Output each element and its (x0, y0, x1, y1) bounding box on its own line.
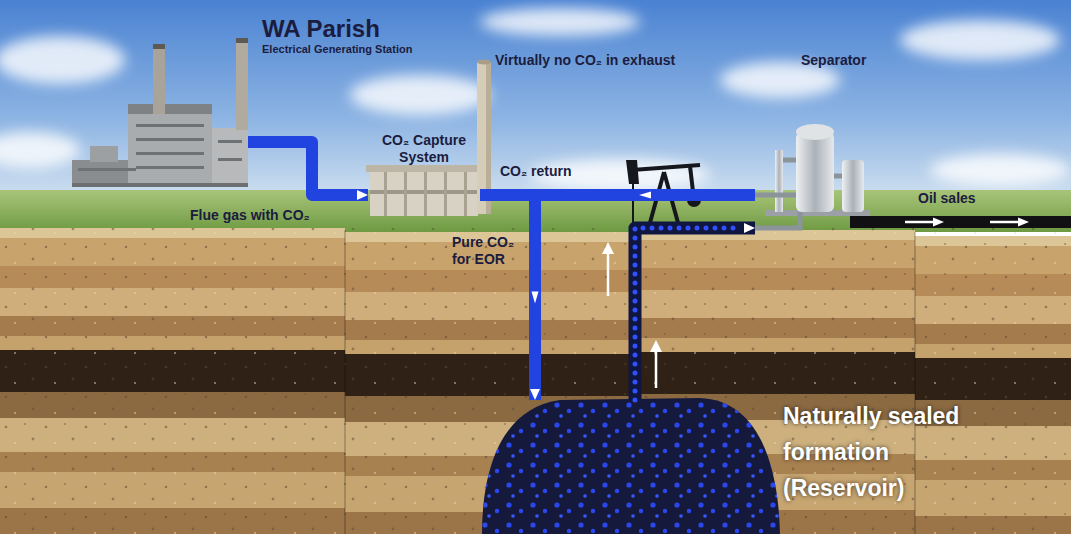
reservoir-body (482, 398, 780, 534)
power-plant-illustration (128, 104, 212, 114)
separator-illustration (775, 150, 783, 212)
capture-plant-illustration (366, 60, 491, 217)
pump-jack (626, 160, 639, 184)
power-plant-illustration (218, 140, 242, 143)
node-subheading: Electrical Generating Station (262, 42, 412, 56)
co2-pipe (480, 195, 535, 400)
power-plant-illustration (78, 124, 242, 171)
separator-illustration (834, 174, 842, 179)
separator-illustration (796, 124, 834, 140)
separator-illustration (752, 193, 796, 198)
separator-illustration (796, 132, 834, 212)
cloud (930, 154, 1070, 186)
power-plant-illustration (136, 166, 204, 169)
capture-plant-illustration (404, 172, 407, 216)
reservoir-body (482, 398, 780, 534)
separator-illustration (783, 158, 796, 163)
flow-arrow (532, 292, 539, 304)
cloud (0, 36, 125, 84)
pipe-route (248, 142, 368, 195)
cloud (0, 132, 80, 168)
oil-sales-pipe (905, 221, 935, 224)
reservoir: Naturally sealed formation (Reservoir) (485, 400, 775, 534)
flow-arrow (639, 192, 651, 199)
power-plant-illustration (153, 44, 165, 49)
power-plant-illustration (212, 128, 248, 186)
flow-arrow (655, 350, 658, 388)
text-block: WA ParishElectrical Generating Station (262, 15, 412, 56)
capture-plant-illustration (370, 170, 478, 216)
node-label: Separator (801, 52, 866, 69)
flow-arrow (602, 242, 614, 254)
text-block: CO₂ Capture System (372, 132, 476, 166)
oil-sales-pipe (990, 221, 1020, 224)
power-plant-illustration (78, 168, 136, 171)
capture-plant-illustration (384, 172, 387, 216)
power-plant-illustration (72, 38, 248, 187)
power-plant-illustration (136, 138, 204, 141)
power-plant-illustration (153, 44, 165, 114)
annotation: Virtually no CO₂ in exhaust (495, 52, 675, 69)
node-label: Naturally sealed formation (Reservoir) (783, 398, 978, 506)
capture-plant: CO₂ Capture System (368, 125, 480, 220)
power-plant-illustration (236, 38, 248, 43)
oil-sales-pipe (905, 218, 1029, 227)
co2-pipe (248, 142, 368, 195)
rock-strata (0, 228, 345, 534)
rock-strata (0, 228, 345, 534)
capture-plant-illustration (464, 172, 467, 216)
annotation: Oil sales (918, 190, 976, 207)
separator-illustration (752, 124, 870, 228)
rock-strata (914, 232, 916, 534)
node-label: CO₂ Capture System (372, 132, 476, 166)
power-plant-illustration (90, 146, 118, 162)
capture-plant-illustration (424, 172, 427, 216)
cloud (0, 8, 1070, 191)
separator-illustration (752, 160, 842, 228)
text-block: Separator (801, 52, 866, 69)
pipe-route (532, 192, 756, 401)
text-block: Naturally sealed formation (Reservoir) (783, 398, 978, 506)
power-plant-illustration (128, 112, 212, 186)
capture-plant-illustration (444, 172, 447, 216)
capture-plant-illustration (366, 165, 482, 172)
oil-sales-pipe (850, 216, 1071, 228)
flow-arrow (650, 340, 662, 352)
capture-plant-illustration (477, 60, 491, 65)
rock-strata (344, 230, 346, 534)
sky (0, 0, 1071, 215)
flow-arrow (607, 252, 610, 296)
reservoir-body (482, 398, 780, 534)
power-plant: WA ParishElectrical Generating Station (70, 40, 248, 185)
power-plant-illustration (218, 158, 242, 161)
power-plant-illustration (136, 124, 204, 127)
power-plant-illustration (136, 152, 204, 155)
production-well-pipe (635, 228, 755, 400)
separator-illustration (842, 160, 864, 212)
sky (0, 0, 1071, 215)
pipe-label: Pure CO₂ for EOR (452, 234, 526, 268)
pipe-route (635, 228, 755, 400)
oil-sales-pipe (933, 218, 944, 227)
cloud (480, 8, 640, 36)
co2-pipe (535, 195, 755, 400)
pipe-label: CO₂ return (500, 163, 572, 180)
oil-sales-pipe (1018, 218, 1029, 227)
oil-sales-pipe (850, 216, 1071, 228)
separator: Separator (755, 48, 880, 232)
oil-bubbles (635, 228, 741, 400)
power-plant-illustration (236, 38, 248, 130)
cloud (900, 20, 1060, 60)
separator-illustration (752, 212, 800, 228)
power-plant-illustration (72, 183, 248, 187)
pipe-label: Flue gas with CO₂ (190, 207, 310, 224)
capture-plant-illustration (384, 172, 467, 216)
node-heading: WA Parish (262, 15, 412, 42)
cloud (350, 75, 490, 115)
